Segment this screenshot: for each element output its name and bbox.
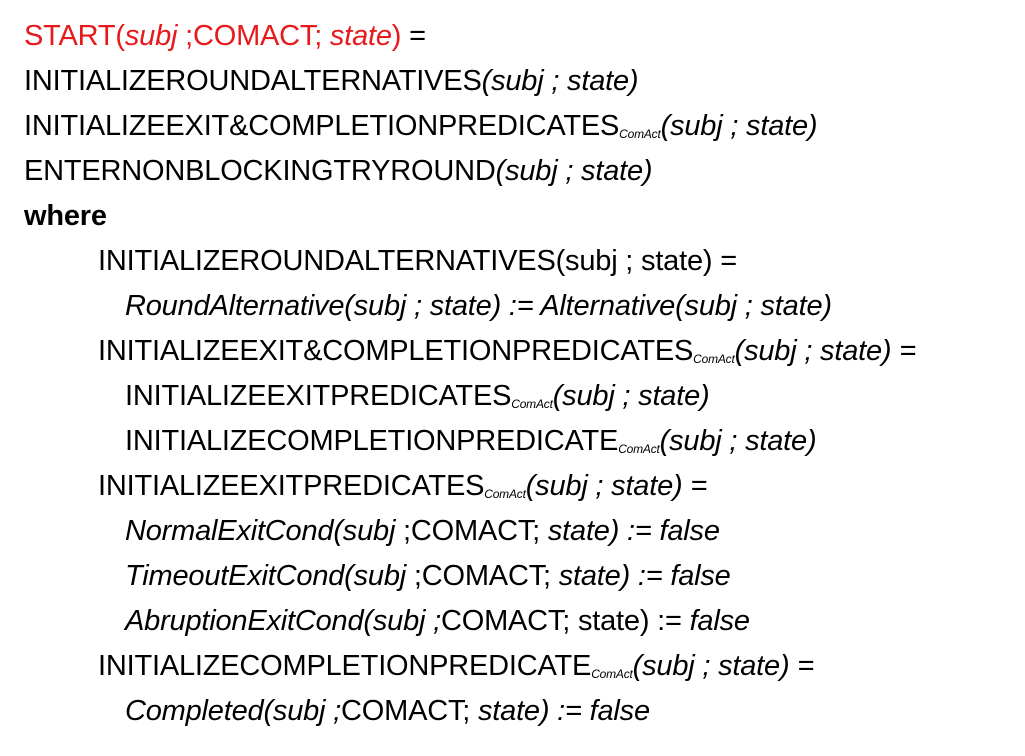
formula-text: (subj ; state) [552, 380, 710, 412]
where-keyword: where [24, 194, 107, 239]
exit-predicates-call: INITIALIZEEXITPREDICATESComAct(subj ; st… [125, 374, 710, 419]
start-rule-header: START(subj ;COMACT; state) = [24, 14, 426, 59]
formula-text: INITIALIZECOMPLETIONPREDICATE [98, 650, 592, 682]
formula-text: Completed(subj ; [125, 695, 342, 727]
formula-text: INITIALIZEROUNDALTERNATIVES(subj ; state… [98, 245, 737, 277]
formula-text: state) := false [547, 515, 720, 547]
formula-text: (subj ; state) = [632, 650, 815, 682]
formula-text: = [401, 20, 426, 52]
subscript-label: ComAct [619, 127, 661, 141]
formula-text: subj [124, 20, 178, 52]
initialize-exit-completion-call: INITIALIZEEXIT&COMPLETIONPREDICATESComAc… [24, 104, 818, 149]
completed-assignment: Completed(subj ;COMACT; state) := false [125, 689, 650, 734]
enter-nonblocking-tryround-call: ENTERNONBLOCKINGTRYROUND(subj ; state) [24, 149, 653, 194]
exit-completion-definition: INITIALIZEEXIT&COMPLETIONPREDICATESComAc… [98, 329, 916, 374]
formula-text: (subj ; state) [495, 155, 653, 187]
formula-text: AbruptionExitCond(subj ; [125, 605, 441, 637]
timeout-exit-assignment: TimeoutExitCond(subj ;COMACT; state) := … [125, 554, 731, 599]
formula-text: INITIALIZEEXIT&COMPLETIONPREDICATES [24, 110, 620, 142]
formula-text: (subj ; state) = [734, 335, 917, 367]
formula-text: INITIALIZEEXITPREDICATES [98, 470, 485, 502]
formula-text: state) := false [477, 695, 650, 727]
exit-predicates-definition: INITIALIZEEXITPREDICATESComAct(subj ; st… [98, 464, 707, 509]
formula-text: ;COMACT; [177, 20, 330, 52]
round-alternative-assignment: RoundAlternative(subj ; state) := Altern… [125, 284, 832, 329]
formula-text: NormalExitCond(subj [125, 515, 396, 547]
formula-text: COMACT; state) := [440, 605, 690, 637]
formula-text: TimeoutExitCond(subj [125, 560, 407, 592]
formula-text: (subj ; state) = [525, 470, 708, 502]
formula-text: INITIALIZECOMPLETIONPREDICATE [125, 425, 619, 457]
formula-text: START( [24, 20, 125, 52]
formula-text: false [689, 605, 750, 637]
formula-text: ;COMACT; [395, 515, 548, 547]
completion-predicate-definition: INITIALIZECOMPLETIONPREDICATEComAct(subj… [98, 644, 814, 689]
subscript-label: ComAct [511, 397, 553, 411]
round-alternatives-definition: INITIALIZEROUNDALTERNATIVES(subj ; state… [98, 239, 737, 284]
formula-text: (subj ; state) [481, 65, 639, 97]
formula-text: INITIALIZEROUNDALTERNATIVES [24, 65, 482, 97]
formula-text: ENTERNONBLOCKINGTRYROUND [24, 155, 496, 187]
formula-text: ;COMACT; [406, 560, 559, 592]
formula-text: state [329, 20, 392, 52]
subscript-label: ComAct [618, 442, 660, 456]
subscript-label: ComAct [693, 352, 735, 366]
abruption-exit-assignment: AbruptionExitCond(subj ;COMACT; state) :… [125, 599, 750, 644]
formula-text: INITIALIZEEXITPREDICATES [125, 380, 512, 412]
formula-text: RoundAlternative(subj ; state) := Altern… [125, 290, 832, 322]
formula-text: COMACT; [341, 695, 478, 727]
formula-text: state) := false [558, 560, 731, 592]
completion-predicate-call: INITIALIZECOMPLETIONPREDICATEComAct(subj… [125, 419, 817, 464]
normal-exit-assignment: NormalExitCond(subj ;COMACT; state) := f… [125, 509, 720, 554]
formula-text: INITIALIZEEXIT&COMPLETIONPREDICATES [98, 335, 694, 367]
formula-text: ) [391, 20, 402, 52]
initialize-round-alternatives-call: INITIALIZEROUNDALTERNATIVES(subj ; state… [24, 59, 639, 104]
subscript-label: ComAct [591, 667, 633, 681]
subscript-label: ComAct [484, 487, 526, 501]
formula-text: (subj ; state) [659, 425, 817, 457]
formula-text: where [24, 200, 107, 232]
formula-text: (subj ; state) [660, 110, 818, 142]
